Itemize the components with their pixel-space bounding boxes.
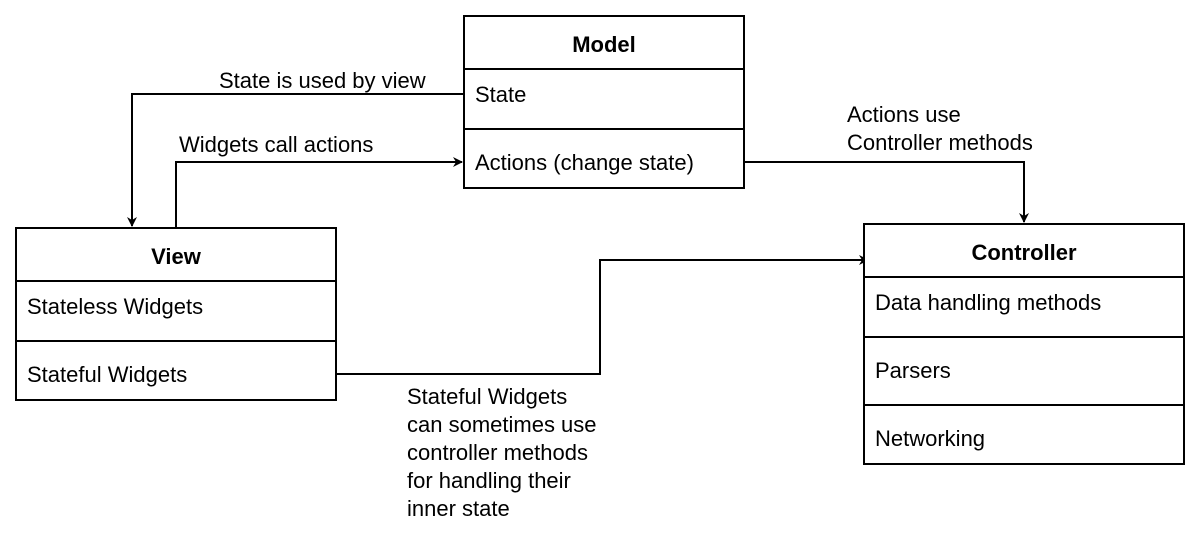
view-row-stateless: Stateless Widgets — [27, 294, 204, 319]
view-box[interactable]: View Stateless Widgets Stateful Widgets — [15, 227, 337, 401]
label-line: can sometimes use — [407, 412, 597, 437]
model-divider — [465, 68, 743, 70]
model-row-actions: Actions (change state) — [475, 150, 694, 175]
controller-row-parsers: Parsers — [875, 358, 951, 383]
model-row-state: State — [475, 82, 527, 107]
label-state-to-view: State is used by view — [219, 68, 426, 93]
label-line: Controller methods — [847, 130, 1033, 155]
edge-actions-to-controller — [744, 161, 1029, 223]
label-line: Actions use — [847, 102, 961, 127]
controller-box[interactable]: Controller Data handling methods Parsers… — [863, 223, 1185, 465]
model-title: Model — [572, 32, 636, 57]
controller-row-networking: Networking — [875, 426, 986, 451]
label-actions-to-controller: Actions use Controller methods — [847, 101, 1033, 157]
view-row-stateful: Stateful Widgets — [27, 362, 188, 387]
view-divider — [17, 340, 335, 342]
controller-divider — [865, 404, 1183, 406]
label-line: Stateful Widgets — [407, 384, 568, 409]
edge-view-to-actions — [175, 157, 463, 228]
label-view-to-actions: Widgets call actions — [179, 132, 374, 157]
view-title: View — [151, 244, 201, 269]
model-divider — [465, 128, 743, 130]
edge-state-to-view — [127, 93, 464, 227]
label-line: inner state — [407, 496, 510, 521]
edge-stateful-to-controller — [336, 255, 869, 375]
controller-title: Controller — [971, 240, 1077, 265]
controller-divider — [865, 276, 1183, 278]
controller-row-data-handling: Data handling methods — [875, 290, 1102, 315]
label-line: for handling their — [407, 468, 571, 493]
view-divider — [17, 280, 335, 282]
label-stateful-to-controller: Stateful Widgets can sometimes use contr… — [407, 383, 597, 523]
label-line: controller methods — [407, 440, 588, 465]
model-box[interactable]: Model State Actions (change state) — [463, 15, 745, 189]
controller-divider — [865, 336, 1183, 338]
